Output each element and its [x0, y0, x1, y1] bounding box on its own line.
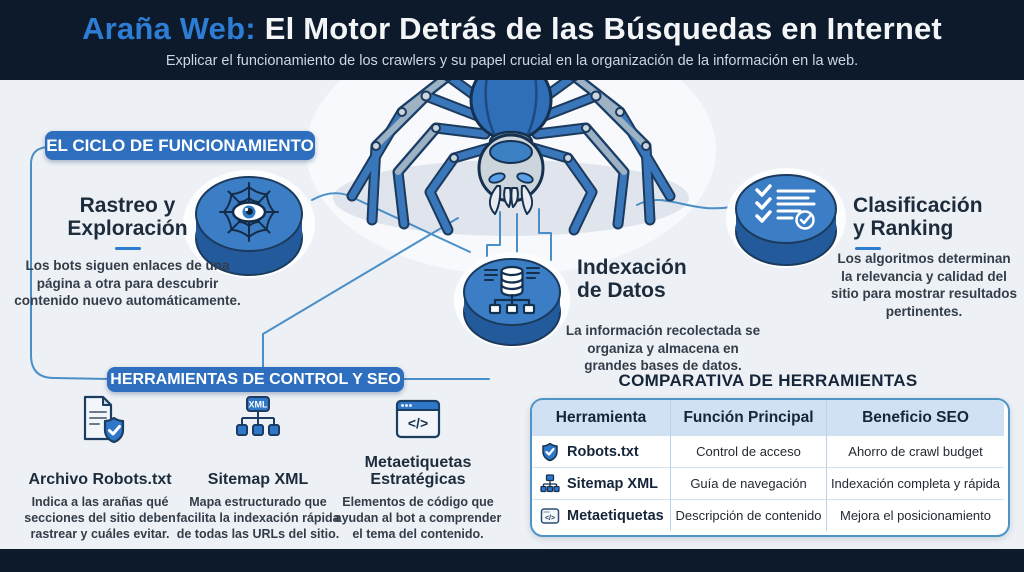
tool-metaetiquetas-description: Elementos de código que ayudan al bot a … [334, 495, 502, 541]
code-glyph: </> [408, 415, 428, 431]
page-title: Araña Web:El Motor Detrás de las Búsqued… [82, 11, 942, 47]
robot-spider-illustration [346, 58, 676, 236]
spider-eye-right [516, 172, 534, 184]
database-icon [484, 265, 540, 315]
table-row-robots-funcion: Control de acceso [670, 435, 826, 467]
checklist-icon [755, 184, 816, 230]
step-indexacion-description: La información recolectada se organiza y… [565, 323, 761, 374]
connector-cycle-to-tools [30, 146, 111, 380]
step-rastreo-title: Rastreo y Exploración [67, 194, 188, 241]
table-row-sitemap-name: Sitemap XML [532, 467, 670, 499]
connector-spider-drop-3 [538, 208, 552, 261]
spider-eye-left [488, 172, 506, 184]
cycle-section-badge: EL CICLO DE FUNCIONAMIENTO [45, 131, 315, 160]
svg-text:</>: </> [545, 515, 555, 522]
column-header-beneficio: Beneficio SEO [826, 400, 1004, 435]
header: Araña Web:El Motor Detrás de las Búsqued… [0, 0, 1024, 80]
step-rastreo-description: Los bots siguen enlaces de una página a … [14, 258, 241, 309]
page-subtitle: Explicar el funcionamiento de los crawle… [165, 53, 859, 69]
tool-robots-txt-description: Indica a las arañas qué secciones del si… [24, 495, 176, 541]
step-indexacion-title: Indexación de Datos [577, 256, 687, 303]
tool-metaetiquetas-name: Metaetiquetas Estratégicas [364, 454, 472, 489]
table-row-robots-name: Robots.txt [532, 435, 670, 467]
title-underline [855, 247, 881, 251]
code-window-icon: </> [395, 399, 441, 439]
code-icon: </> [540, 507, 560, 524]
footer-bar [0, 549, 1024, 572]
tool-sitemap-xml-name: Sitemap XML [207, 471, 309, 489]
comparison-title: COMPARATIVA DE HERRAMIENTAS [618, 371, 918, 390]
page-title-rest: El Motor Detrás de las Búsquedas en Inte… [264, 11, 942, 46]
tool-sitemap-xml-description: Mapa estructurado que facilita la indexa… [176, 495, 340, 541]
tool-sitemap-xml: XML Sitemap XML Mapa estructurado que fa… [174, 394, 342, 542]
tool-robots-txt: Archivo Robots.txt Indica a las arañas q… [16, 394, 184, 542]
sitemap-icon: XML [236, 396, 280, 436]
tool-robots-txt-name: Archivo Robots.txt [28, 471, 172, 489]
step-rastreo: Rastreo y Exploración Los bots siguen en… [10, 194, 245, 310]
leg-joints [371, 70, 651, 163]
table-row-meta-name: </> Metaetiquetas [532, 499, 670, 531]
table-row-sitemap-beneficio: Indexación completa y rápida [826, 467, 1004, 499]
connector-tools-to-spider [262, 217, 459, 369]
page-title-highlight: Araña Web: [82, 11, 256, 46]
spider-fangs [489, 185, 533, 215]
column-header-funcion: Función Principal [670, 400, 826, 435]
sitemap-icon [540, 473, 560, 492]
step-clasificacion-title: Clasificación y Ranking [853, 194, 1013, 251]
connector-spider-drop-1 [486, 211, 501, 264]
tool-metaetiquetas: </> Metaetiquetas Estratégicas Elementos… [334, 394, 502, 542]
comparison-table: Herramienta Función Principal Beneficio … [530, 398, 1010, 537]
tools-section-badge: HERRAMIENTAS DE CONTROL Y SEO [107, 367, 404, 392]
step-clasificacion-description: Los algoritmos determinan la relevancia … [830, 251, 1018, 319]
table-row-sitemap-funcion: Guía de navegación [670, 467, 826, 499]
document-shield-icon [83, 395, 125, 444]
web-eye-icon [219, 182, 279, 242]
table-row-meta-funcion: Descripción de contenido [670, 499, 826, 531]
title-underline [114, 247, 141, 251]
column-header-herramienta: Herramienta [532, 400, 670, 435]
xml-label: XML [249, 400, 269, 410]
shield-check-icon [542, 442, 558, 461]
table-row-robots-beneficio: Ahorro de crawl budget [826, 435, 1004, 467]
table-row-meta-beneficio: Mejora el posicionamiento [826, 499, 1004, 531]
